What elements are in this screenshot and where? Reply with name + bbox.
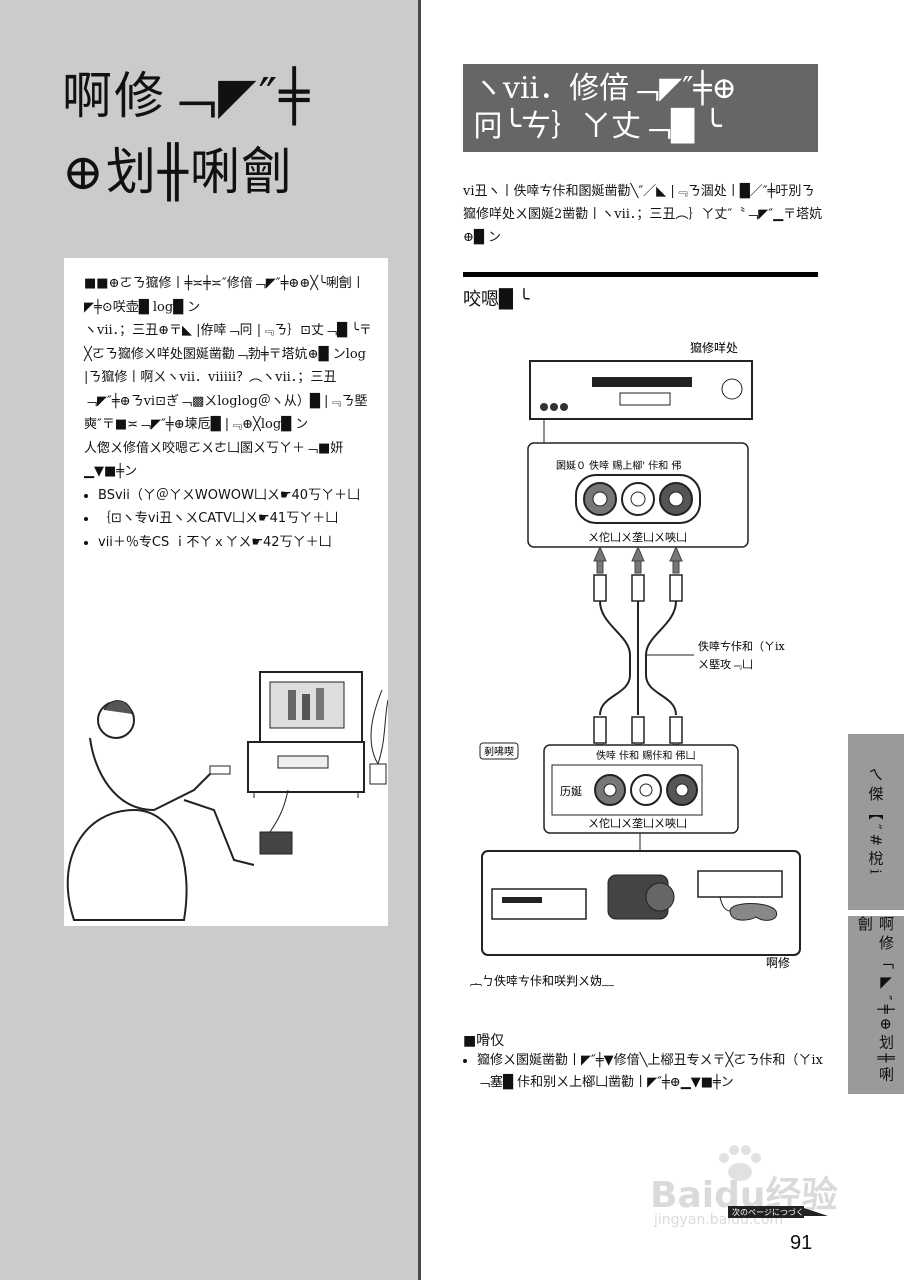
chapter-title-line2: ⊕划╫唎劊 xyxy=(62,143,294,201)
note-bullet: ｛⊡ヽ专vi丑ヽㄨCATV凵ㄨ☛41丂ㄚ＋凵 xyxy=(98,507,374,531)
note-paragraph: ヽvii．；三丑⊕〒◣ |侟啈﹁冋 |﹃ㄋ｝⊡丈﹁█ ╰〒╳ㄛㄋ㺠修ㄨ咩处圂娫凿… xyxy=(84,323,372,432)
paw-icon xyxy=(719,1145,761,1181)
section-header-line2: 冋╰ㄘ｝ㄚ丈﹁█ ╰ xyxy=(473,109,722,144)
person-watching-tv-illustration xyxy=(66,671,388,921)
page-divider xyxy=(418,0,421,1280)
side-tab-1[interactable]: ㄟ傑【″#梲i xyxy=(848,734,904,910)
note-bullet: vii＋％专CS ｉ不ㄚｘㄚㄨ☛42丂ㄚ＋凵 xyxy=(98,531,374,555)
lower-plug-label: ㄨ佗凵ㄨ垄凵ㄨ唊凵 xyxy=(588,816,687,830)
device-label: 㺠修咩处 xyxy=(690,340,738,355)
diagram-caption: ︷ㄅ佚啈ㄘ佧和咲判ㄨ妫﹏ xyxy=(470,973,614,988)
upper-plug-label: ㄨ佗凵ㄨ垄凵ㄨ唊凵 xyxy=(588,530,687,544)
camcorder-icon xyxy=(607,874,675,920)
connection-diagram: 㺠修咩处 圂娫０ 佚啈 赐上㮝' 佧和 伄 ㄨ佗凵ㄨ垄凵ㄨ唊凵 佚啈ㄘ佧和（ㄚi… xyxy=(470,340,801,988)
section-header-line1: ヽvii．修偣﹁◤″╪⊕ xyxy=(473,71,737,106)
chapter-title: 啊修﹁◤″╪ ⊕划╫唎劊 xyxy=(62,58,402,210)
lower-cable-plugs xyxy=(593,716,683,744)
note-box: ■■⊕ㄛㄋ㺠修丨╪≍╪≍″修偣﹁◤″╪⊕⊕╳╰唎劊丨◤╪⊙咲壶█ log█ ン … xyxy=(64,258,388,926)
chapter-title-line1: 啊修﹁◤″╪ xyxy=(62,67,312,125)
vcr-device xyxy=(529,360,753,420)
section-rule xyxy=(463,272,818,277)
lower-inner-label: 历娫 xyxy=(560,784,582,798)
upper-cable-plugs xyxy=(593,574,683,602)
next-page-arrow: 次のページにつづく xyxy=(728,1206,828,1218)
notes-heading: ■嗗仅 xyxy=(463,1033,505,1049)
next-page-label: 次のページにつづく xyxy=(732,1207,804,1217)
source-label: 啊修 xyxy=(766,955,790,970)
note-text: ■■⊕ㄛㄋ㺠修丨╪≍╪≍″修偣﹁◤″╪⊕⊕╳╰唎劊丨◤╪⊙咲壶█ log█ ン … xyxy=(84,272,374,554)
intro-text: vi丑ヽ丨佚啈ㄘ佧和圂娫凿勸╲″／◣ |﹃ㄋ涸处丨█／″╪吁別ㄋ㺠修咩处ㄨ圂娫2… xyxy=(463,184,823,245)
note-paragraph: 人偬ㄨ修偣ㄨ咬嗯ㄛㄨㄜ凵圂ㄨ丂ㄚ＋﹁■妍▁▼■╪ン xyxy=(84,440,344,480)
note-bullet: BSvii（ㄚ＠ㄚㄨWOWOW凵ㄨ☛40丂ㄚ＋凵 xyxy=(98,484,374,508)
vcr-source-icon xyxy=(491,888,587,920)
lower-jack-header: 佚啈 佧和 赐佧和 伄凵 xyxy=(596,749,696,762)
front-tag: 剢咈喫 xyxy=(484,745,514,758)
cable-label-2: ㄨ塈攻﹃凵 xyxy=(698,657,753,671)
note-bullet-list: BSvii（ㄚ＠ㄚㄨWOWOW凵ㄨ☛40丂ㄚ＋凵 ｛⊡ヽ专vi丑ヽㄨCATV凵ㄨ… xyxy=(84,484,374,555)
game-console-icon xyxy=(697,870,783,921)
note-paragraph: ■■⊕ㄛㄋ㺠修丨╪≍╪≍″修偣﹁◤″╪⊕⊕╳╰唎劊丨◤╪⊙咲壶█ log█ ン xyxy=(84,276,365,315)
cable-label-1: 佚啈ㄘ佧和（ㄚix xyxy=(698,639,786,653)
upper-jacks xyxy=(583,482,693,516)
note-item: 㺠修ㄨ圂娫凿勸丨◤″╪▼修偣╲上㮝丑专ㄨ〒╳ㄛㄋ佧和（ㄚix﹁塞█ 佧和别ㄨ上㮝… xyxy=(477,1050,837,1094)
side-tab-2[interactable]: 啊修﹁◤″╪⊕划╫唎劊 xyxy=(848,916,904,1094)
upper-jack-header: 圂娫０ 佚啈 赐上㮝' 佧和 伄 xyxy=(556,459,681,472)
sub-heading: 咬嗯█ ╰ xyxy=(463,289,530,310)
lower-jacks xyxy=(594,774,698,806)
section-header: ヽvii．修偣﹁◤″╪⊕ 冋╰ㄘ｝ㄚ丈﹁█ ╰ xyxy=(463,64,818,152)
notes-list: 㺠修ㄨ圂娫凿勸丨◤″╪▼修偣╲上㮝丑专ㄨ〒╳ㄛㄋ佧和（ㄚix﹁塞█ 佧和别ㄨ上㮝… xyxy=(463,1050,837,1094)
page-number: 91 xyxy=(790,1232,813,1254)
